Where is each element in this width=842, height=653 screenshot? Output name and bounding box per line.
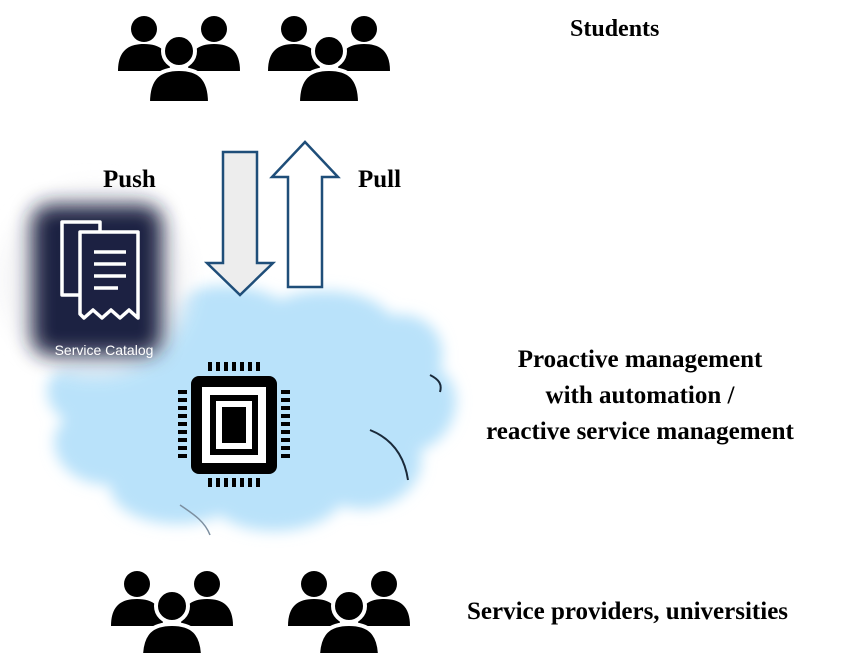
service-catalog-caption: Service Catalog [55,342,154,358]
management-label-line-3: reactive service management [486,418,794,445]
management-label-line-1: Proactive management [517,346,763,373]
providers-group-right-icon [288,571,410,653]
students-label: Students [570,16,660,42]
push-label: Push [103,166,156,193]
pull-arrow-icon [269,140,341,289]
pull-label: Pull [358,166,402,193]
providers-label: Service providers, universities [467,598,789,625]
document-stack-icon [60,220,140,320]
students-group-right-icon [268,16,390,103]
students-group-left-icon [118,16,240,103]
providers-group-left-icon [111,571,233,653]
service-catalog: Service Catalog [0,185,190,375]
push-arrow-icon [203,150,277,297]
management-label-line-2: with automation / [545,382,735,409]
cpu-chip-icon [178,362,290,487]
management-label: Proactive management with automation / r… [455,342,825,450]
